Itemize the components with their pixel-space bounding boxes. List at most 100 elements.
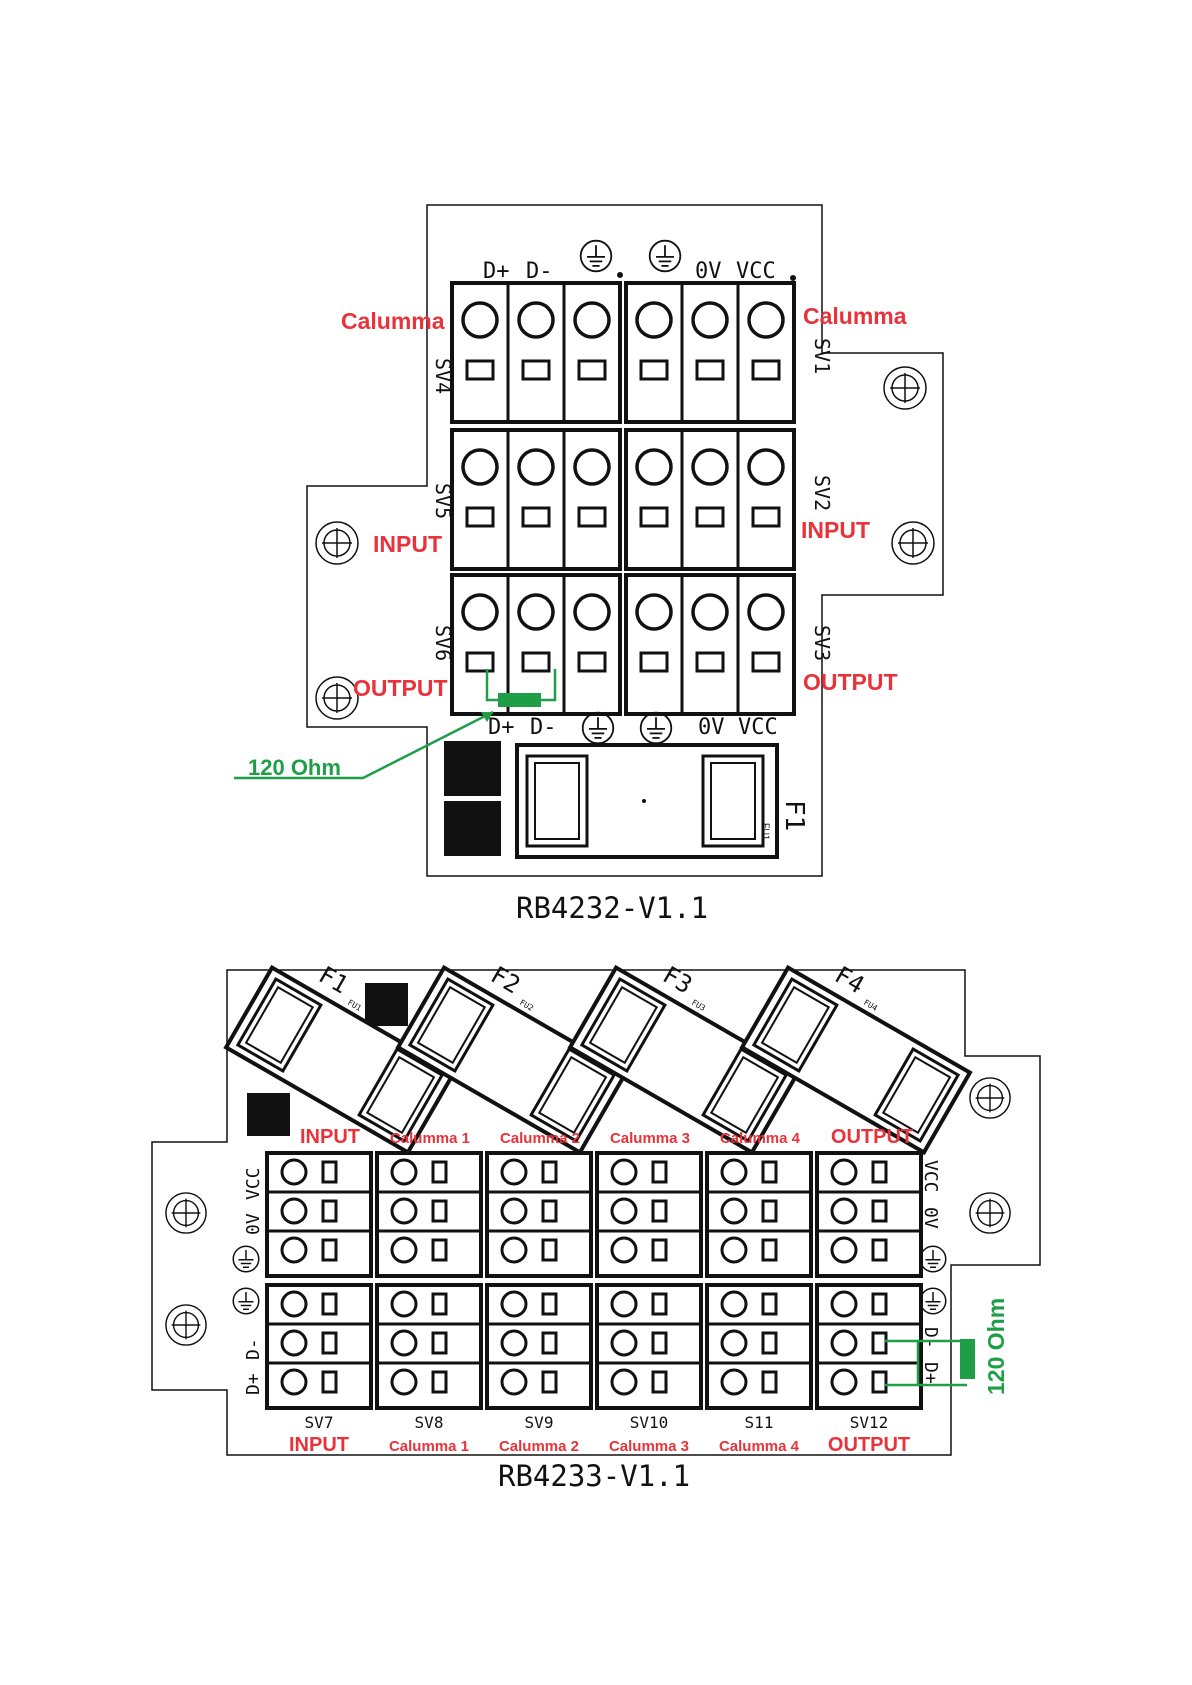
bottom-annotations: INPUT Calumma 1 Calumma 2 Calumma 3 Calumma …	[289, 1126, 913, 1456]
mounting-screw-icon	[969, 1077, 1011, 1119]
terminal-hole	[691, 448, 729, 486]
terminal-release	[651, 1331, 668, 1355]
terminal-block	[705, 1283, 813, 1410]
pin-label-vcc: VCC	[738, 715, 778, 740]
terminal-release	[541, 1292, 558, 1316]
annotation-output-left: OUTPUT	[353, 675, 448, 701]
terminal-release	[541, 1370, 558, 1394]
solder-pad	[247, 1093, 290, 1136]
connector-label: SV10	[630, 1413, 669, 1432]
terminal-hole	[830, 1290, 858, 1318]
pin-label-0v: 0V	[243, 1213, 264, 1235]
terminal-hole	[830, 1236, 858, 1264]
terminal-block	[815, 1151, 923, 1278]
terminal-hole	[390, 1236, 418, 1264]
terminal-hole	[280, 1158, 308, 1186]
pin1-dot	[617, 272, 623, 278]
terminal-hole	[573, 593, 611, 631]
annotation-label: Calumma 2	[499, 1438, 579, 1455]
terminal-hole	[720, 1236, 748, 1264]
leader-arrow-icon	[481, 712, 493, 722]
terminal-hole	[390, 1329, 418, 1357]
leader-line	[234, 710, 494, 780]
annotation-label: INPUT	[289, 1434, 349, 1456]
terminal-hole	[517, 593, 555, 631]
solder-pad	[444, 741, 501, 796]
terminal-release	[321, 1370, 338, 1394]
terminal-hole	[720, 1368, 748, 1396]
connector-label: SV7	[305, 1413, 334, 1432]
connector-label: SV8	[415, 1413, 444, 1432]
terminal-release	[871, 1331, 888, 1355]
annotation-label: Calumma 1	[390, 1130, 470, 1147]
terminal-block	[485, 1283, 593, 1410]
terminal-hole	[280, 1236, 308, 1264]
terminal-hole	[390, 1290, 418, 1318]
mounting-screw-icon	[891, 521, 935, 565]
pin-label-vcc: VCC	[920, 1160, 941, 1193]
pin-label-vcc: VCC	[736, 259, 776, 284]
terminal-release	[431, 1292, 448, 1316]
terminal-release	[521, 506, 551, 528]
terminal-block	[485, 1151, 593, 1278]
terminal-hole	[500, 1368, 528, 1396]
terminal-release	[577, 359, 607, 381]
terminal-block	[705, 1151, 813, 1278]
annotation-input-right: INPUT	[801, 517, 870, 543]
annotation-label: Calumma 2	[500, 1130, 580, 1147]
pin-label-0v: 0V	[698, 715, 725, 740]
pin-label-vcc: VCC	[243, 1167, 264, 1200]
terminal-release	[761, 1199, 778, 1223]
terminal-release	[639, 359, 669, 381]
terminal-release	[541, 1199, 558, 1223]
mounting-screw-icon	[969, 1192, 1011, 1234]
resistor-icon	[498, 693, 541, 707]
connector-label: SV9	[525, 1413, 554, 1432]
mounting-screw-icon	[165, 1192, 207, 1234]
annotation-label: Calumma 3	[609, 1438, 689, 1455]
terminal-release	[431, 1160, 448, 1184]
annotation-resistor: 120 Ohm	[248, 755, 341, 780]
terminal-release	[465, 651, 495, 673]
terminal-hole	[280, 1329, 308, 1357]
terminal-hole	[720, 1290, 748, 1318]
terminal-hole	[500, 1290, 528, 1318]
terminal-release	[431, 1238, 448, 1262]
terminal-release	[465, 506, 495, 528]
terminal-hole	[517, 448, 555, 486]
terminal-hole	[500, 1329, 528, 1357]
terminal-release	[651, 1292, 668, 1316]
terminal-hole	[500, 1158, 528, 1186]
terminal-hole	[573, 301, 611, 339]
terminal-hole	[610, 1329, 638, 1357]
terminal-release	[871, 1238, 888, 1262]
terminal-hole	[635, 593, 673, 631]
terminal-release	[431, 1331, 448, 1355]
terminal-release	[871, 1160, 888, 1184]
terminal-block	[595, 1283, 703, 1410]
terminal-release	[695, 359, 725, 381]
connector-label-sv1: SV1	[810, 338, 834, 374]
terminal-hole	[280, 1368, 308, 1396]
terminal-release	[871, 1370, 888, 1394]
terminal-hole	[720, 1329, 748, 1357]
terminal-hole	[390, 1158, 418, 1186]
fuse-sub-label: FU1	[761, 823, 771, 840]
terminal-hole	[390, 1368, 418, 1396]
pin1-dot	[790, 275, 796, 281]
terminal-hole	[461, 301, 499, 339]
terminal-release	[431, 1370, 448, 1394]
terminal-release	[321, 1160, 338, 1184]
terminal-hole	[635, 301, 673, 339]
terminal-release	[639, 506, 669, 528]
pin-label-d-plus: D+	[920, 1362, 941, 1384]
terminal-hole	[390, 1197, 418, 1225]
terminal-block	[595, 1151, 703, 1278]
terminal-hole	[691, 301, 729, 339]
terminal-hole	[830, 1197, 858, 1225]
pin-label-d-plus: D+	[488, 715, 515, 740]
annotation-calumma-left: Calumma	[341, 308, 445, 334]
